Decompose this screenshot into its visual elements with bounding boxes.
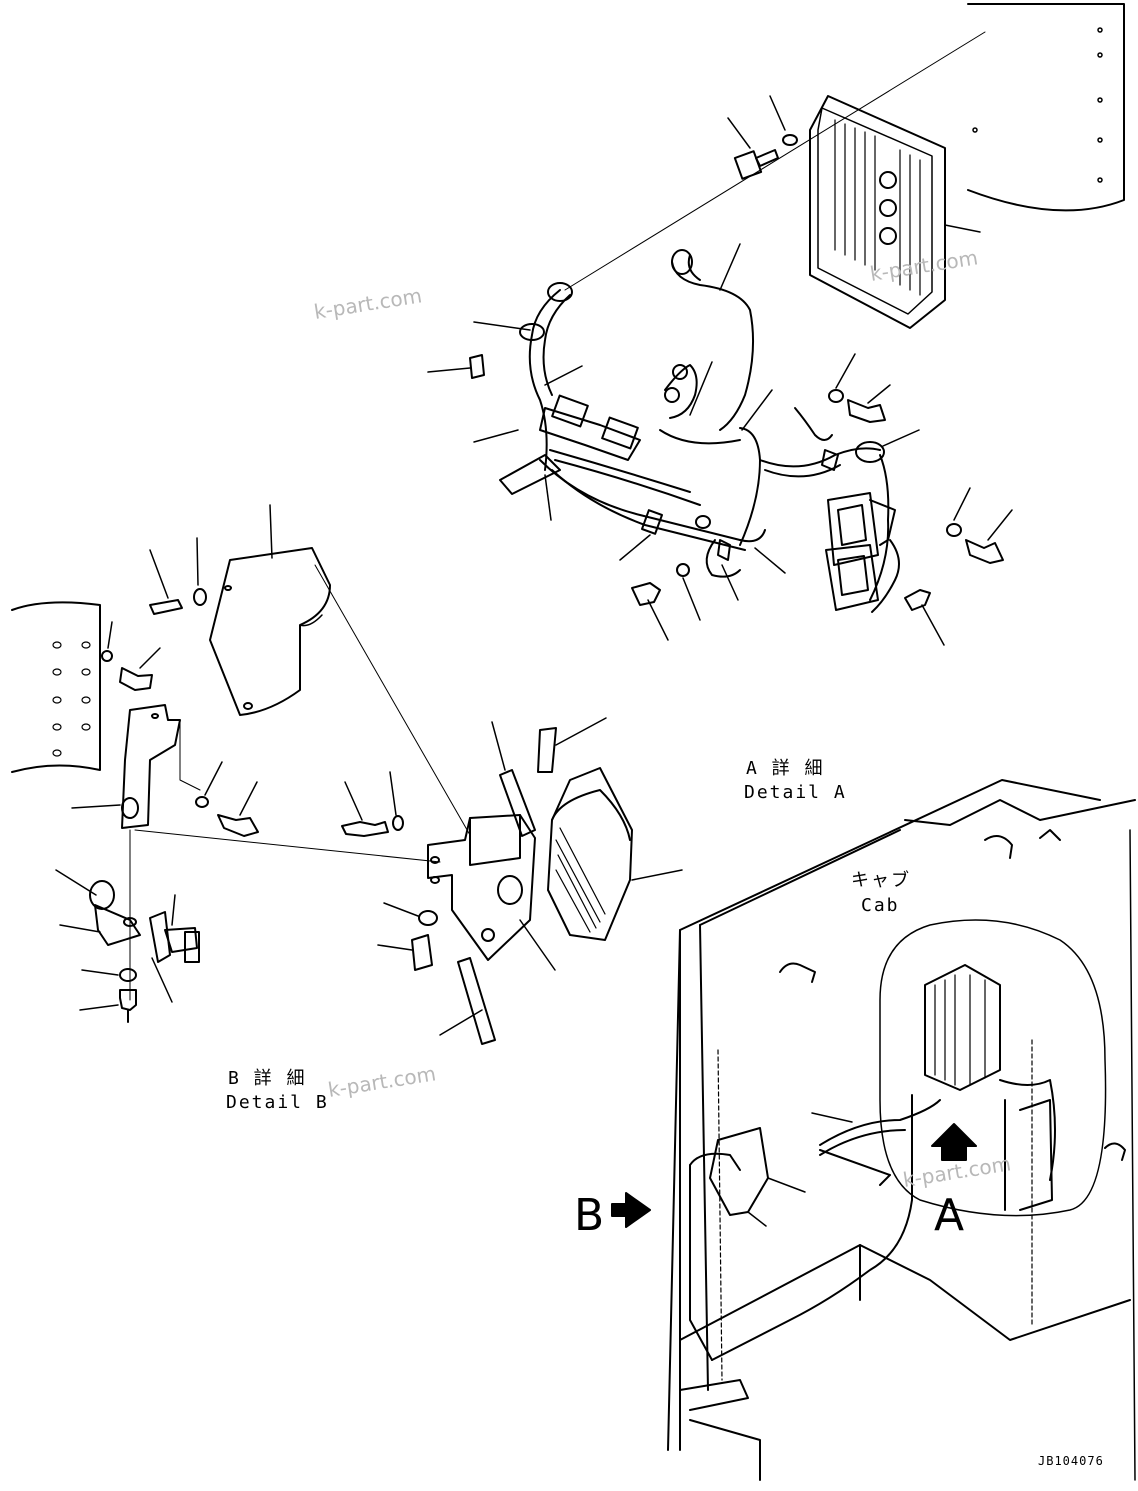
bolt-a2 <box>847 384 891 423</box>
bolt-a3 <box>965 509 1013 564</box>
detail-b-assembly <box>11 504 683 1045</box>
cover-plate <box>209 504 471 836</box>
bolt-a5 <box>631 582 669 641</box>
relay-mount <box>427 814 556 971</box>
relay-block <box>825 492 900 613</box>
bolt-b3 <box>217 781 259 837</box>
bolt-b4 <box>341 781 389 837</box>
strip-top <box>491 721 536 837</box>
wiring-harness <box>469 249 890 601</box>
view-arrow-b-icon <box>611 1192 651 1228</box>
washer-b4 <box>389 771 404 831</box>
strip-relay <box>537 717 607 773</box>
detail-highlight <box>879 919 1107 1217</box>
detail-a-title-jp: A 詳 細 <box>746 758 825 779</box>
detail-a-assembly <box>427 3 1125 646</box>
view-label-b: B <box>574 1190 605 1241</box>
fitting-b <box>55 869 200 1023</box>
bolt-a4 <box>904 589 945 646</box>
washer-b1 <box>193 537 207 606</box>
cab-overview <box>611 779 1136 1481</box>
side-post <box>11 601 101 773</box>
view-arrow-a-icon <box>931 1123 977 1161</box>
washer-b3 <box>195 761 223 808</box>
detail-b-title-en: Detail B <box>226 1092 329 1113</box>
cab-controller <box>924 964 1001 1091</box>
drawing-code: JB104076 <box>1038 1454 1104 1468</box>
cab-title-en: Cab <box>861 895 900 916</box>
washer-b2 <box>101 621 113 662</box>
washer-a5 <box>676 563 701 621</box>
cab-harness <box>689 1079 1056 1361</box>
washer-a2 <box>828 353 856 403</box>
relay-unit <box>547 767 683 941</box>
view-label-a: A <box>934 1190 965 1241</box>
cab-cover <box>709 1127 806 1227</box>
bolt-b2 <box>119 647 161 691</box>
bolt-b1 <box>149 549 183 615</box>
washer-b5 <box>383 902 438 926</box>
controller-unit <box>809 95 981 329</box>
detail-b-title-jp: B 詳 細 <box>228 1068 307 1089</box>
cab-panel <box>967 3 1125 212</box>
cab-title-jp: キャブ <box>851 870 911 891</box>
detail-a-title-en: Detail A <box>744 782 847 803</box>
washer-a3 <box>946 487 971 537</box>
strip-bottom <box>439 957 496 1045</box>
bolt-b5 <box>377 934 433 971</box>
bolt-a1 <box>727 117 779 180</box>
washer-a1 <box>769 95 798 146</box>
mount-bracket <box>71 704 441 1001</box>
